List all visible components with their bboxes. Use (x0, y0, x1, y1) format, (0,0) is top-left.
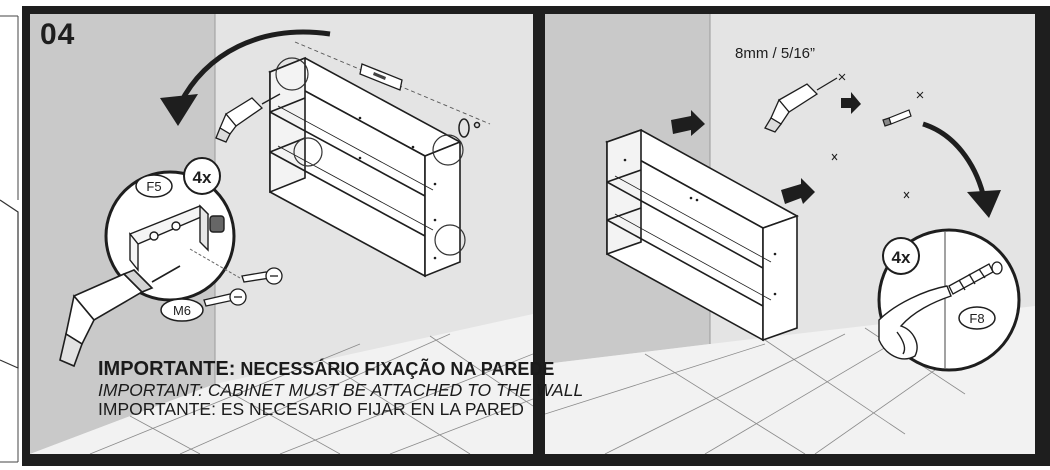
wall-plug-icon (882, 109, 912, 127)
part-label-f8: F8 (958, 306, 996, 330)
curved-arrow-icon (177, 29, 331, 106)
screw-icon (203, 267, 283, 307)
panel-left: 4x F5 M6 04 (30, 14, 533, 454)
right-illustration: 4x F8 8mm / 5/16” (545, 14, 1035, 454)
drill-small-icon (764, 77, 838, 133)
hand-icon (878, 285, 952, 360)
washer-icon (458, 118, 481, 138)
drill-bit-size: 8mm / 5/16” (735, 45, 815, 62)
floor-tiles (89, 333, 533, 454)
part-label-f5-text: F5 (146, 179, 161, 194)
spirit-level (294, 41, 491, 125)
drill-small-icon (215, 93, 281, 143)
cabinet (268, 56, 462, 278)
warning-en-lead: IMPORTANT: (98, 380, 203, 400)
arrow-head-icon (160, 94, 198, 126)
push-arrow-icons (671, 92, 861, 204)
warning-spanish: IMPORTANTE: ES NECESARIO FIJAR EN LA PAR… (98, 400, 658, 419)
wall-fixing-warning: IMPORTANTE: NECESSÁRIO FIXAÇÃO NA PAREDE… (98, 358, 658, 419)
quantity-badge-label: 4x (892, 248, 911, 267)
drill-marks (831, 73, 924, 199)
left-illustration: 4x F5 M6 (30, 14, 533, 454)
warning-portuguese: IMPORTANTE: NECESSÁRIO FIXAÇÃO NA PAREDE (98, 358, 658, 381)
quantity-badge: 4x (183, 157, 221, 195)
part-label-f8-text: F8 (969, 311, 984, 326)
cabinet-holes (623, 158, 777, 296)
warning-es-lead: IMPORTANTE (98, 399, 212, 419)
quantity-badge: 4x (882, 237, 920, 275)
warning-english: IMPORTANT: CABINET MUST BE ATTACHED TO T… (98, 381, 658, 400)
previous-step-fragment (0, 15, 19, 463)
warning-pt-lead: IMPORTANTE: (98, 358, 236, 380)
quantity-badge-label: 4x (193, 168, 212, 187)
plug-detail (948, 261, 1003, 295)
arrow-head-icon (967, 190, 1001, 218)
part-label-m6: M6 (160, 298, 204, 322)
warning-es-text: : ES NECESARIO FIJAR EN LA PARED (211, 399, 524, 419)
part-label-m6-text: M6 (173, 303, 191, 318)
warning-en-text: CABINET MUST BE ATTACHED TO THE WALL (203, 380, 584, 400)
bracket-detail (128, 204, 225, 272)
curved-arrow-icon (922, 121, 986, 195)
corner-highlights (275, 57, 466, 256)
floor (30, 314, 533, 454)
drill-icon (59, 265, 181, 368)
step-number: 04 (40, 18, 76, 51)
panel-right: 4x F8 8mm / 5/16” (545, 14, 1035, 454)
cabinet (605, 128, 799, 342)
cabinet-holes (358, 116, 437, 260)
part-label-f5: F5 (135, 174, 173, 198)
warning-pt-text: NECESSÁRIO FIXAÇÃO NA PAREDE (235, 359, 555, 379)
